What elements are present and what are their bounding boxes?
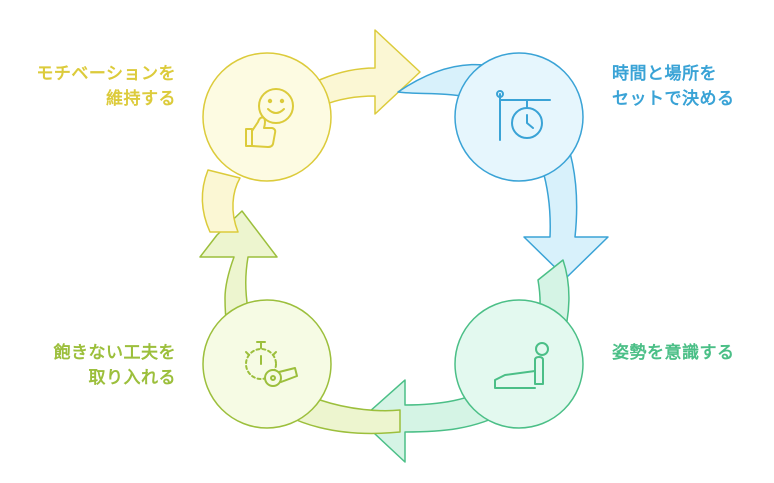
step-label-posture: 姿勢を意識する (612, 341, 735, 366)
arrow-left-band (201, 169, 241, 233)
thumbs-up-smile-icon (245, 88, 294, 148)
step-label-motivation: モチベーションを 維持する (36, 62, 176, 112)
circle-blue (454, 52, 584, 182)
clock-schedule-icon (496, 90, 551, 141)
posture-person-icon (494, 342, 549, 389)
step-label-variety: 飽きない工夫を 取り入れる (54, 341, 177, 391)
step-label-line1: 姿勢を意識する (612, 343, 735, 363)
step-label-time-place: 時間と場所を セットで決める (612, 62, 735, 112)
circle-green (454, 299, 584, 429)
step-label-line2: セットで決める (612, 89, 735, 109)
step-label-line2: 維持する (106, 89, 176, 109)
step-label-line2: 取り入れる (88, 368, 176, 388)
step-label-line1: 飽きない工夫を (53, 343, 176, 363)
step-label-line1: 時間と場所を (612, 64, 717, 84)
step-label-line1: モチベーションを (36, 64, 176, 84)
circle-lime (202, 299, 332, 429)
circle-yellow (202, 52, 332, 182)
stopwatch-whistle-icon (245, 341, 298, 387)
